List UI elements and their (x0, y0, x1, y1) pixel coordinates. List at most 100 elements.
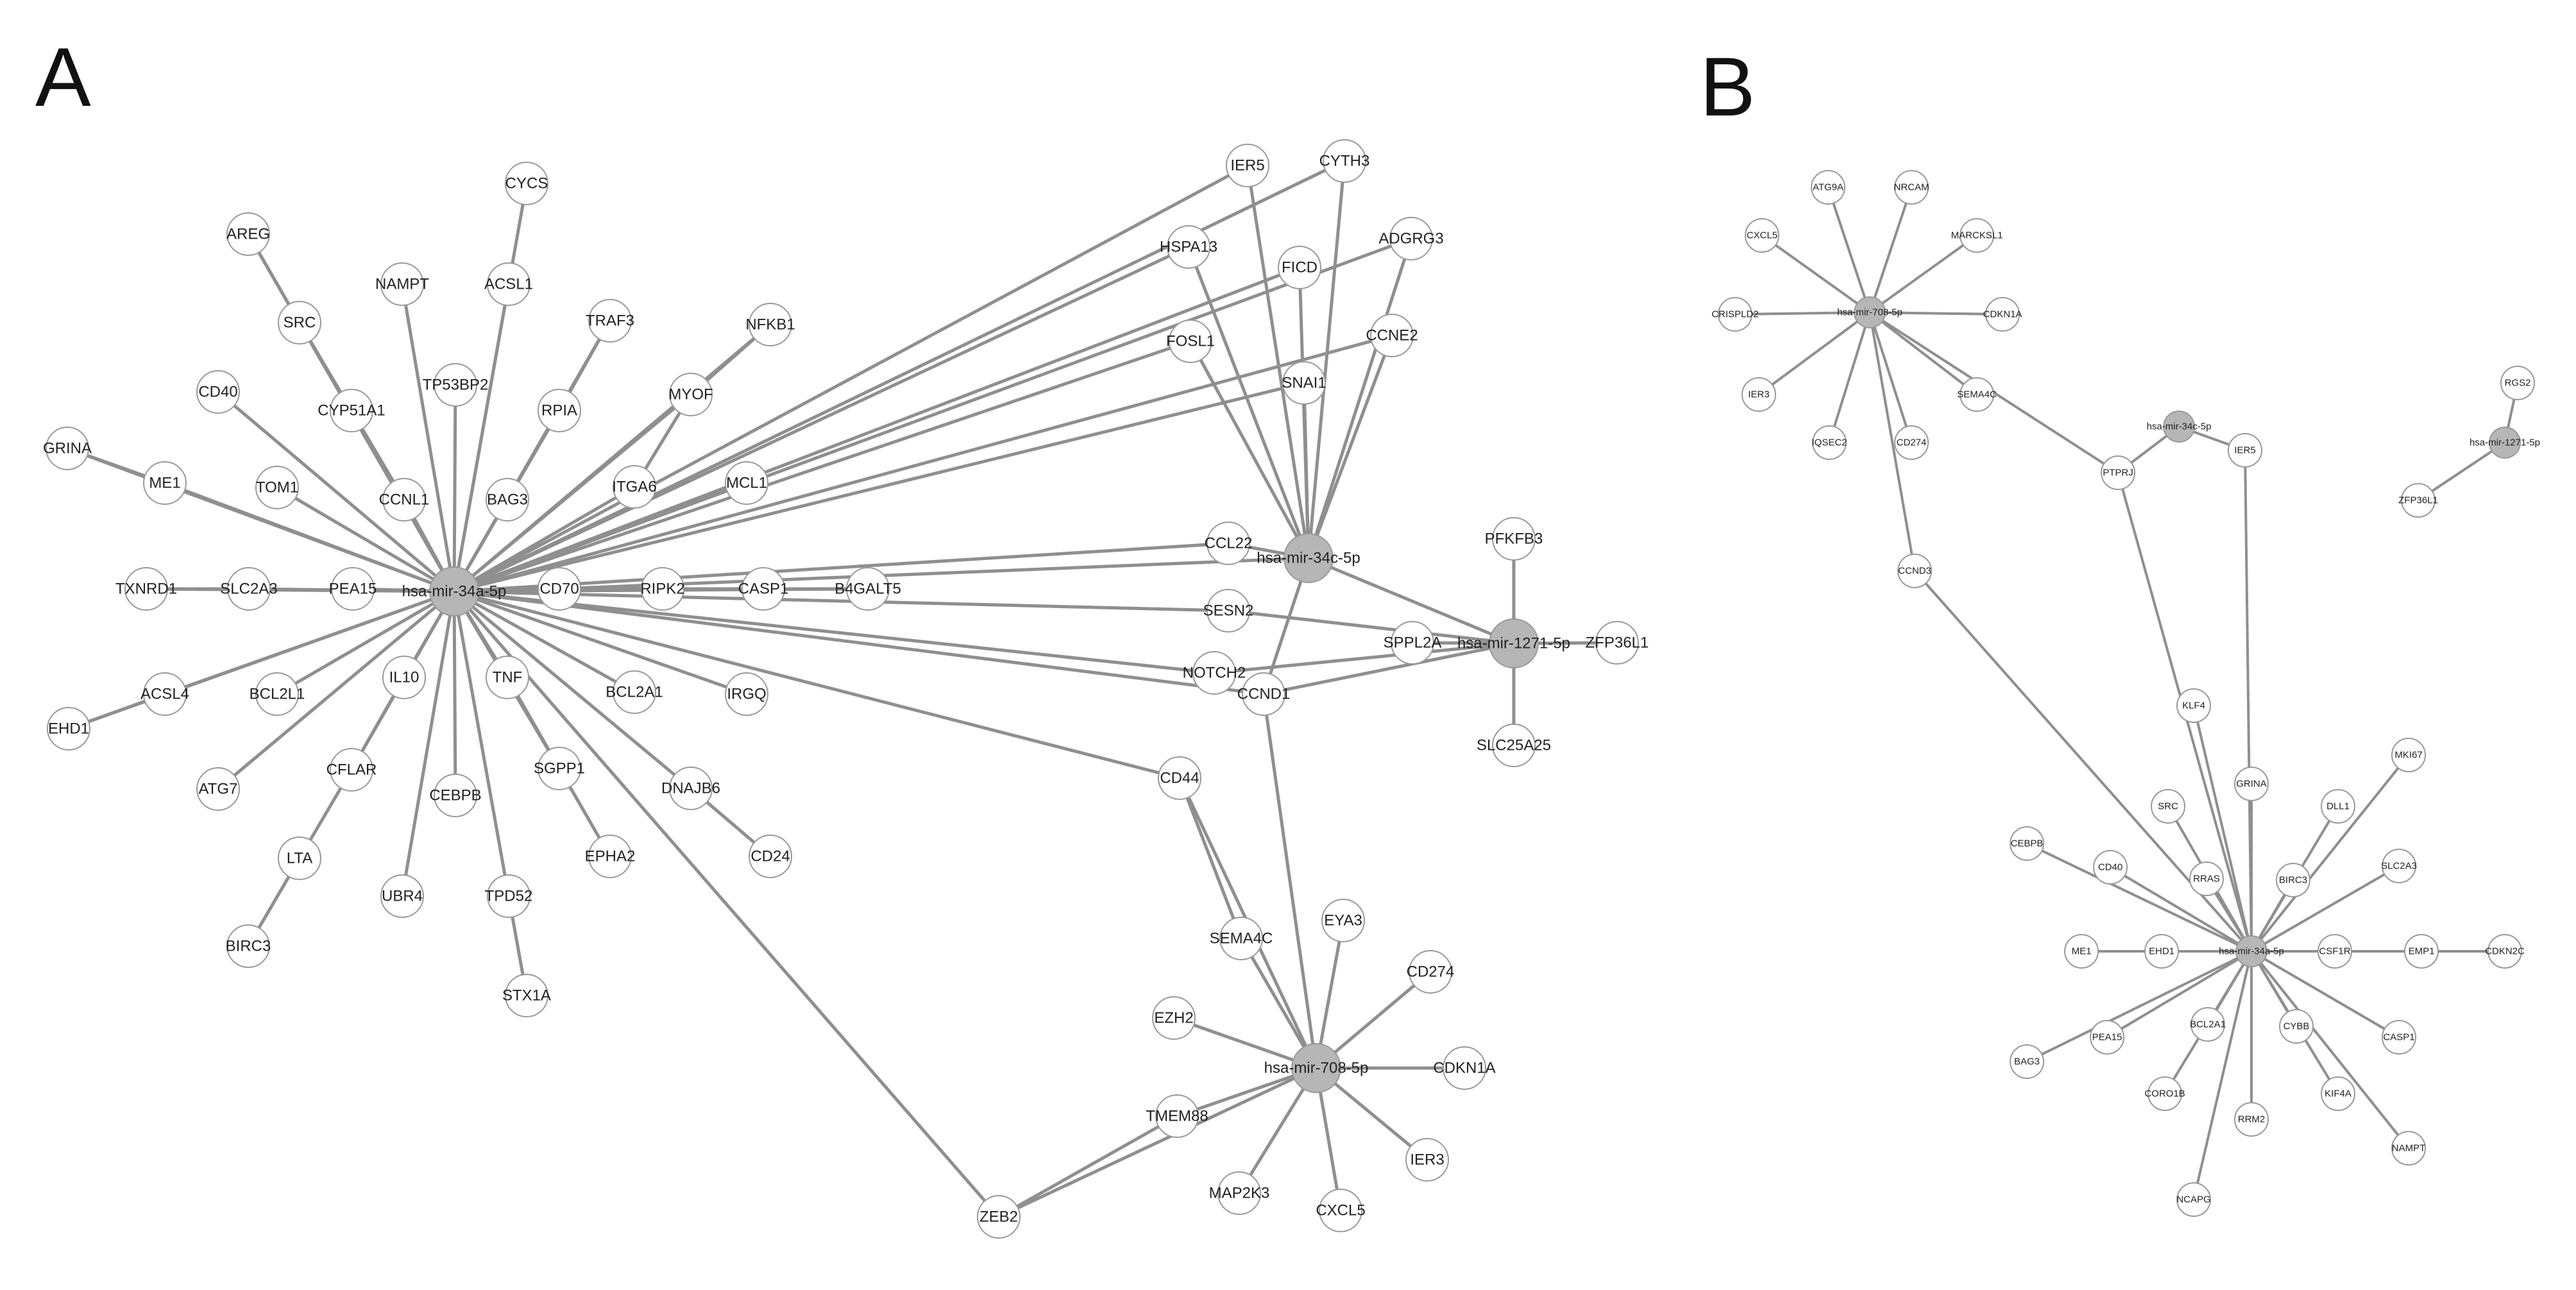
node-a-tnf: TNF (486, 656, 529, 699)
node-a-bcl2a1: BCL2A1 (606, 670, 663, 714)
node-circle (196, 767, 240, 811)
node-circle (2391, 1131, 2426, 1166)
node-a-hsa-mir-1271-5p: hsa-mir-1271-5p (1457, 618, 1570, 668)
edge-a-hsa-mir-34a-5p-cd44 (453, 590, 1180, 780)
node-label: CD70 (539, 581, 579, 598)
node-label: CD274 (1407, 963, 1455, 981)
node-circle (2321, 1076, 2355, 1111)
node-circle (2176, 1182, 2211, 1217)
node-label: RGS2 (2505, 378, 2531, 389)
node-a-pea15: PEA15 (329, 567, 377, 611)
node-circle (1278, 246, 1321, 289)
node-label: TOM1 (256, 479, 298, 496)
node-a-ripk2: RIPK2 (640, 567, 685, 611)
node-b-bag3: BAG3 (2010, 1044, 2044, 1079)
node-b-ier5: IER5 (2228, 433, 2262, 468)
node-a-myof: MYOF (668, 373, 713, 416)
edge-a-hsa-mir-34a-5p-ccl22 (453, 541, 1229, 593)
panel-a-nodes: hsa-mir-34a-5phsa-mir-34c-5phsa-mir-1271… (43, 139, 1649, 1239)
node-circle (1282, 361, 1326, 405)
node-circle (47, 707, 90, 751)
edge-a-hsa-mir-34a-5p-zeb2 (453, 590, 1000, 1218)
node-label: IER3 (1748, 389, 1769, 400)
node-circle (538, 389, 581, 432)
node-a-slc2a3: SLC2A3 (220, 567, 278, 611)
node-label: CDKN1A (1433, 1060, 1495, 1077)
node-circle (380, 874, 424, 918)
node-b-cybb: CYBB (2279, 1009, 2314, 1044)
edge-b-hsa-mir-708-5p-crispld2 (1734, 311, 1870, 316)
node-b-ccnd3: CCND3 (1897, 554, 1932, 588)
node-label: RIPK2 (640, 581, 684, 598)
node-a-casp1: CASP1 (738, 567, 788, 611)
node-label: SPPL2A (1384, 634, 1442, 652)
edge-a-tmem88-zeb2 (997, 1114, 1178, 1219)
node-label: GRINA (2236, 779, 2267, 790)
node-circle (725, 672, 768, 716)
node-a-eya3: EYA3 (1321, 899, 1365, 942)
node-circle (1960, 377, 1994, 412)
edge-b-hsa-mir-708-5p-marcksl1 (1868, 234, 1978, 314)
node-circle (1321, 899, 1365, 942)
node-a-sgpp1: SGPP1 (534, 747, 585, 790)
edge-a-hsa-mir-34a-5p-acsl1 (452, 284, 511, 592)
node-circle (1492, 724, 1536, 767)
node-circle (1854, 296, 1886, 328)
node-a-ccnd1: CCND1 (1237, 672, 1290, 716)
panel-a-letter: A (35, 30, 91, 124)
node-label: BCL2A1 (606, 684, 663, 701)
node-a-ier5: IER5 (1226, 144, 1269, 187)
node-label: CRISPLD2 (1711, 309, 1758, 320)
node-a-pfkfb3: PFKFB3 (1485, 517, 1543, 561)
node-a-zeb2: ZEB2 (977, 1195, 1021, 1239)
node-label: EMP1 (2409, 946, 2435, 957)
node-b-nrcam: NRCAM (1894, 170, 1929, 205)
node-a-cyp51a1: CYP51A1 (318, 389, 386, 432)
node-label: CD274 (1897, 437, 1927, 448)
node-a-tmem88: TMEM88 (1146, 1094, 1208, 1138)
node-label: SRC (284, 314, 316, 332)
node-a-zfp36l1: ZFP36L1 (1586, 621, 1649, 665)
node-label: ME1 (2072, 946, 2092, 957)
node-a-bag3: BAG3 (486, 478, 529, 522)
node-circle (669, 767, 713, 810)
node-label: ZFP36L1 (2398, 495, 2438, 506)
node-b-coro1b: CORO1B (2144, 1076, 2185, 1111)
node-a-nampt: NAMPT (375, 262, 429, 306)
node-b-hsa-mir-34a-5p: hsa-mir-34a-5p (2219, 935, 2284, 967)
node-a-ubr4: UBR4 (380, 874, 424, 918)
node-a-me1: ME1 (143, 461, 187, 505)
node-b-src: SRC (2151, 789, 2185, 824)
node-label: CCNL1 (379, 491, 430, 509)
node-a-ehd1: EHD1 (47, 707, 90, 751)
node-circle (1207, 589, 1250, 632)
edge-a-hsa-mir-34a-5p-tp53bp2 (452, 384, 457, 592)
node-label: LTA (287, 850, 312, 867)
node-circle (2189, 861, 2224, 896)
node-a-adgrg3: ADGRG3 (1378, 217, 1444, 260)
node-label: CEBPB (2011, 838, 2044, 849)
node-label: CYCS (505, 175, 548, 192)
node-b-cd40: CD40 (2093, 850, 2128, 885)
node-a-cxcl5: CXCL5 (1316, 1189, 1366, 1232)
node-label: hsa-mir-708-5p (1837, 307, 1902, 318)
node-circle (1985, 297, 2020, 332)
node-a-bcl2l1: BCL2L1 (250, 672, 305, 716)
node-b-cxcl5: CXCL5 (1745, 218, 1779, 253)
node-a-nfkb1: NFKB1 (745, 303, 795, 346)
edge-a-hsa-mir-34c-5p-snai1 (1302, 382, 1310, 559)
node-circle (1226, 144, 1269, 187)
edge-b-hsa-mir-708-5p-iqsec2 (1828, 312, 1871, 443)
node-label: TPD52 (485, 888, 533, 905)
node-label: ZFP36L1 (1586, 634, 1649, 652)
node-a-b4galt5: B4GALT5 (835, 567, 901, 611)
node-circle (1492, 517, 1536, 561)
node-circle (538, 747, 581, 790)
node-a-hspa13: HSPA13 (1160, 225, 1217, 269)
node-label: CYBB (2284, 1021, 2310, 1032)
edge-a-hsa-mir-34a-5p-adgrg3 (453, 237, 1412, 593)
node-circle (749, 303, 792, 346)
node-b-cebpb: CEBPB (2010, 826, 2044, 861)
edge-a-hsa-mir-1271-5p-notch2 (1214, 641, 1514, 675)
node-circle (434, 774, 477, 817)
